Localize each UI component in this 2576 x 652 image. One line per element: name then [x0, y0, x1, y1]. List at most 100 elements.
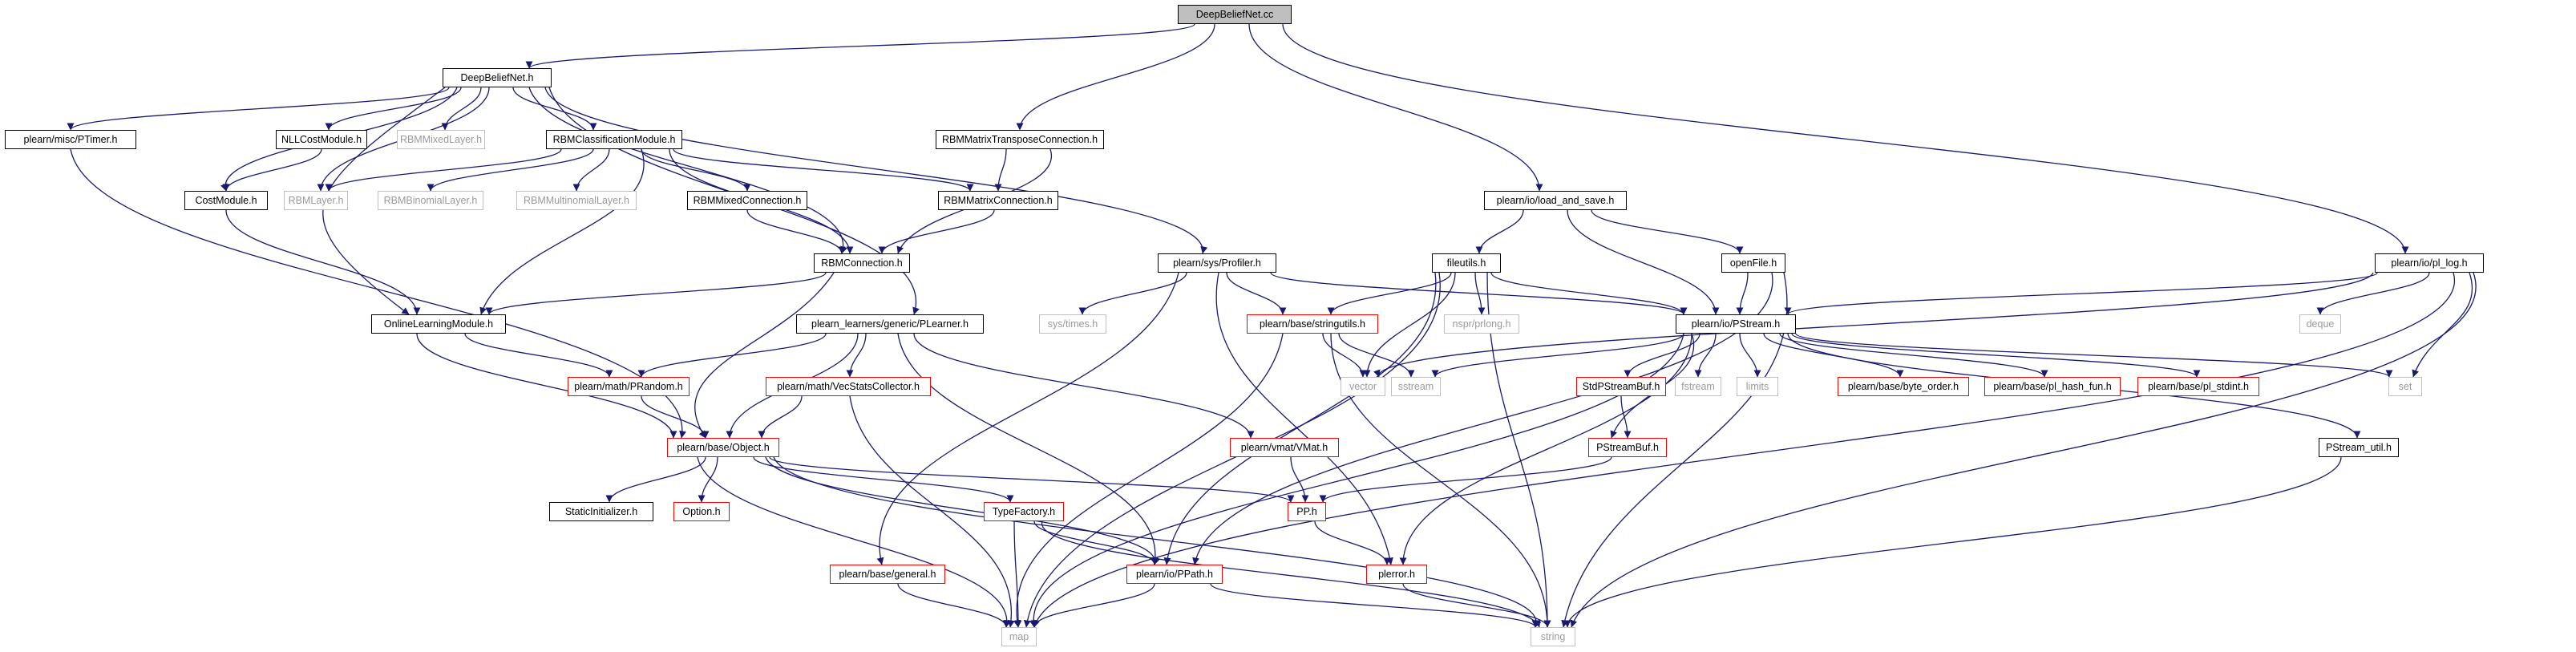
edge-pp-h-to-plerror-h — [1314, 520, 1391, 565]
edge-deepbeliefnet-cc-to-plearn-io-load-and-save-h — [1248, 23, 1543, 192]
edge-plearn-base-object-h-to-map — [697, 456, 1012, 628]
edge-plearn-base-object-h-to-option-h — [698, 456, 718, 503]
node-onlinelearningmodule-h[interactable]: OnlineLearningModule.h — [371, 314, 506, 334]
node-stdpstreambuf-h[interactable]: StdPStreamBuf.h — [1576, 377, 1666, 396]
node-plearn-io-pl-log-h[interactable]: plearn/io/pl_log.h — [2375, 253, 2484, 273]
edge-plearn-learners-generic-plearner-h-to-plearn-math-vecstatscollector-h — [846, 333, 867, 378]
edge-plearn-io-pstream-h-to-fstream — [1694, 333, 1717, 378]
node-rbmmixedconnection-h[interactable]: RBMMixedConnection.h — [687, 191, 807, 210]
node-rbmmatrixtransposeconnection-h[interactable]: RBMMatrixTransposeConnection.h — [936, 130, 1104, 149]
edge-plearn-io-pl-log-h-to-set — [2412, 272, 2473, 378]
edge-plearn-io-pstream-h-to-limits — [1739, 333, 1761, 378]
edge-plearn-learners-generic-plearner-h-to-plearn-vmat-vmat-h — [913, 333, 1255, 439]
node-sys-times-h: sys/times.h — [1039, 314, 1106, 334]
node-deque: deque — [2299, 314, 2341, 334]
node-plearn-base-pl-hash-fun-h[interactable]: plearn/base/pl_hash_fun.h — [1984, 377, 2121, 396]
edge-rbmclassificationmodule-h-to-rbmmixedconnection-h — [641, 148, 751, 192]
edge-fileutils-h-to-plearn-io-pstream-h — [1490, 272, 1688, 315]
edge-plearn-io-pl-log-h-to-string — [1570, 272, 2477, 628]
edge-openfile-h-to-plearn-io-pstream-h — [1736, 272, 1749, 315]
node-plearn-sys-profiler-h[interactable]: plearn/sys/Profiler.h — [1158, 253, 1276, 273]
node-limits: limits — [1737, 377, 1778, 396]
edge-plearn-io-pstream-h-to-stdpstreambuf-h — [1624, 333, 1700, 378]
node-staticinitializer-h[interactable]: StaticInitializer.h — [549, 502, 653, 521]
node-rbmmatrixconnection-h[interactable]: RBMMatrixConnection.h — [938, 191, 1058, 210]
edge-plearn-sys-profiler-h-to-plerror-h — [1215, 272, 1393, 565]
edge-plearn-base-object-h-to-typefactory-h — [753, 456, 1014, 503]
node-plearn-vmat-vmat-h[interactable]: plearn/vmat/VMat.h — [1230, 438, 1339, 457]
edge-rbmmixedconnection-h-to-rbmconnection-h — [746, 209, 846, 254]
edge-plearn-io-load-and-save-h-to-openfile-h — [1591, 209, 1744, 254]
node-costmodule-h[interactable]: CostModule.h — [184, 191, 268, 210]
node-plearn-base-pl-stdint-h[interactable]: plearn/base/pl_stdint.h — [2137, 377, 2259, 396]
edge-fileutils-h-to-plearn-base-stringutils-h — [1327, 272, 1452, 315]
node-plerror-h[interactable]: plerror.h — [1366, 565, 1427, 584]
node-option-h[interactable]: Option.h — [673, 502, 730, 521]
node-plearn-base-stringutils-h[interactable]: plearn/base/stringutils.h — [1247, 314, 1378, 334]
node-plearn-io-pstream-h[interactable]: plearn/io/PStream.h — [1676, 314, 1796, 334]
edge-rbmmatrixtransposeconnection-h-to-rbmmatrixconnection-h — [994, 148, 1007, 192]
edge-plearn-io-load-and-save-h-to-plearn-io-pstream-h — [1567, 209, 1720, 315]
edge-pstreambuf-h-to-pp-h — [1319, 456, 1612, 503]
node-pp-h[interactable]: PP.h — [1288, 502, 1326, 521]
edge-openfile-h-to-string — [1561, 272, 1788, 628]
edge-plearn-io-pl-log-h-to-deque — [2316, 272, 2430, 315]
edge-rbmclassificationmodule-h-to-rbmmultinomiallayer-h — [572, 148, 610, 192]
edge-plearn-io-pstream-h-to-plearn-base-pl-stdint-h — [1791, 333, 2201, 378]
edge-plearn-io-ppath-h-to-map — [1030, 583, 1155, 628]
node-rbmconnection-h[interactable]: RBMConnection.h — [814, 253, 910, 273]
edge-plearn-math-prandom-h-to-plearn-base-object-h — [641, 395, 710, 439]
node-fileutils-h[interactable]: fileutils.h — [1432, 253, 1501, 273]
node-rbmmultinomiallayer-h: RBMMultinomialLayer.h — [516, 191, 637, 210]
node-plearn-base-object-h[interactable]: plearn/base/Object.h — [667, 438, 779, 457]
node-pstream-util-h[interactable]: PStream_util.h — [2319, 438, 2399, 457]
node-deepbeliefnet-cc[interactable]: DeepBeliefNet.cc — [1178, 5, 1292, 24]
edge-plearn-sys-profiler-h-to-plearn-io-pstream-h — [1270, 272, 1688, 315]
edge-deepbeliefnet-cc-to-plearn-io-pl-log-h — [1282, 23, 2409, 254]
edge-rbmconnection-h-to-onlinelearningmodule-h — [485, 272, 827, 315]
node-nspr-prlong-h: nspr/prlong.h — [1444, 314, 1519, 334]
edge-onlinelearningmodule-h-to-plearn-base-object-h — [416, 333, 677, 439]
node-map: map — [1001, 627, 1037, 646]
node-plearn-learners-generic-plearner-h[interactable]: plearn_learners/generic/PLearner.h — [796, 314, 984, 334]
edge-plerror-h-to-string — [1402, 583, 1551, 628]
edge-plearn-base-object-h-to-plearn-io-ppath-h — [765, 456, 1160, 565]
node-plearn-io-load-and-save-h[interactable]: plearn/io/load_and_save.h — [1484, 191, 1627, 210]
node-openfile-h[interactable]: openFile.h — [1721, 253, 1785, 273]
edge-plearn-base-object-h-to-staticinitializer-h — [605, 456, 706, 503]
edge-rbmconnection-h-to-plearn-base-object-h — [694, 272, 835, 439]
node-plearn-base-general-h[interactable]: plearn/base/general.h — [830, 565, 945, 584]
edge-onlinelearningmodule-h-to-plearn-math-prandom-h — [464, 333, 613, 378]
edge-plearn-base-object-h-to-string — [773, 456, 1542, 628]
edge-costmodule-h-to-onlinelearningmodule-h — [225, 209, 421, 315]
node-rbmclassificationmodule-h[interactable]: RBMClassificationModule.h — [546, 130, 682, 149]
edge-plearn-io-ppath-h-to-string — [1210, 583, 1539, 628]
edge-plearn-base-stringutils-h-to-sstream — [1338, 333, 1415, 378]
edge-plearn-io-pstream-h-to-sstream — [1431, 333, 1684, 378]
node-string: string — [1531, 627, 1575, 646]
edge-plearn-sys-profiler-h-to-plearn-base-stringutils-h — [1226, 272, 1287, 315]
node-plearn-math-vecstatscollector-h[interactable]: plearn/math/VecStatsCollector.h — [766, 377, 931, 396]
edge-plearn-io-pl-log-h-to-vector — [1373, 272, 2374, 378]
node-plearn-misc-ptimer-h[interactable]: plearn/misc/PTimer.h — [5, 130, 136, 149]
edge-deepbeliefnet-cc-to-deepbeliefnet-h — [525, 23, 1195, 69]
edge-plearn-base-object-h-to-pp-h — [769, 456, 1295, 503]
node-deepbeliefnet-h[interactable]: DeepBeliefNet.h — [443, 68, 552, 87]
node-pstreambuf-h[interactable]: PStreamBuf.h — [1588, 438, 1667, 457]
node-plearn-io-ppath-h[interactable]: plearn/io/PPath.h — [1126, 565, 1223, 584]
edge-plearn-learners-generic-plearner-h-to-plearn-math-prandom-h — [637, 333, 827, 378]
edge-rbmclassificationmodule-h-to-rbmbinomiallayer-h — [427, 148, 594, 192]
node-plearn-math-prandom-h[interactable]: plearn/math/PRandom.h — [568, 377, 689, 396]
node-rbmmixedlayer-h: RBMMixedLayer.h — [397, 130, 485, 149]
node-typefactory-h[interactable]: TypeFactory.h — [984, 502, 1064, 521]
node-rbmlayer-h: RBMLayer.h — [284, 191, 348, 210]
edge-fileutils-h-to-plearn-io-ppath-h — [1163, 272, 1437, 565]
node-plearn-base-byte-order-h[interactable]: plearn/base/byte_order.h — [1838, 377, 1969, 396]
edge-plearn-base-stringutils-h-to-map — [1013, 333, 1284, 628]
edge-deepbeliefnet-h-to-plearn-sys-profiler-h — [544, 87, 1208, 254]
edge-typefactory-h-to-map — [1013, 520, 1022, 628]
edge-deepbeliefnet-h-to-plearn-misc-ptimer-h — [67, 87, 450, 131]
node-vector: vector — [1341, 377, 1385, 396]
node-nllcostmodule-h[interactable]: NLLCostModule.h — [276, 130, 367, 149]
